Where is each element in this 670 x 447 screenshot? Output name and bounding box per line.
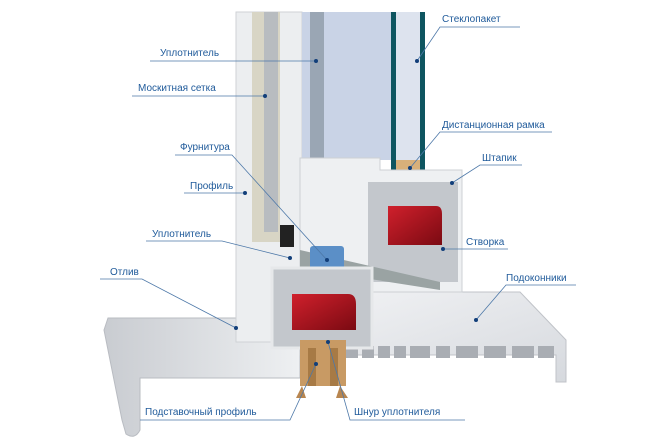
svg-text:Подоконники: Подоконники (506, 273, 567, 284)
svg-text:Штапик: Штапик (482, 153, 517, 164)
svg-text:Створка: Створка (466, 237, 505, 248)
label-glazing-unit: Стеклопакет (415, 14, 520, 63)
svg-text:Дистанционная рамка: Дистанционная рамка (442, 120, 545, 131)
drip-shape (103, 317, 301, 437)
label-hardware: Фурнитура (175, 142, 329, 262)
label-support-profile: Подставочный профиль (140, 362, 318, 421)
label-glazing-bead: Штапик (450, 153, 522, 185)
svg-text:Профиль: Профиль (190, 180, 233, 192)
svg-text:Отлив: Отлив (110, 267, 139, 278)
label-seal-bottom: Уплотнитель (146, 229, 292, 260)
svg-text:Москитная сетка: Москитная сетка (138, 83, 216, 94)
svg-text:Стеклопакет: Стеклопакет (442, 14, 501, 25)
label-seal-cord: Шнур уплотнителя (326, 340, 465, 421)
svg-text:Шнур уплотнителя: Шнур уплотнителя (354, 407, 440, 418)
svg-text:Уплотнитель: Уплотнитель (160, 48, 219, 59)
label-drip: Отлив (100, 267, 238, 330)
glass-shape (302, 12, 425, 182)
label-profile: Профиль (184, 180, 247, 195)
support-profile-shape (296, 340, 348, 398)
lower-frame-shape (270, 266, 374, 350)
label-spacer-frame: Дистанционная рамка (408, 120, 552, 170)
label-mosquito-net: Москитная сетка (132, 83, 267, 98)
label-seal-top: Уплотнитель (150, 48, 318, 63)
svg-text:Подставочный профиль: Подставочный профиль (145, 406, 257, 418)
label-sash: Створка (441, 237, 508, 251)
svg-text:Уплотнитель: Уплотнитель (152, 229, 211, 240)
svg-text:Фурнитура: Фурнитура (180, 142, 230, 153)
label-window-sill: Подоконники (474, 273, 576, 322)
